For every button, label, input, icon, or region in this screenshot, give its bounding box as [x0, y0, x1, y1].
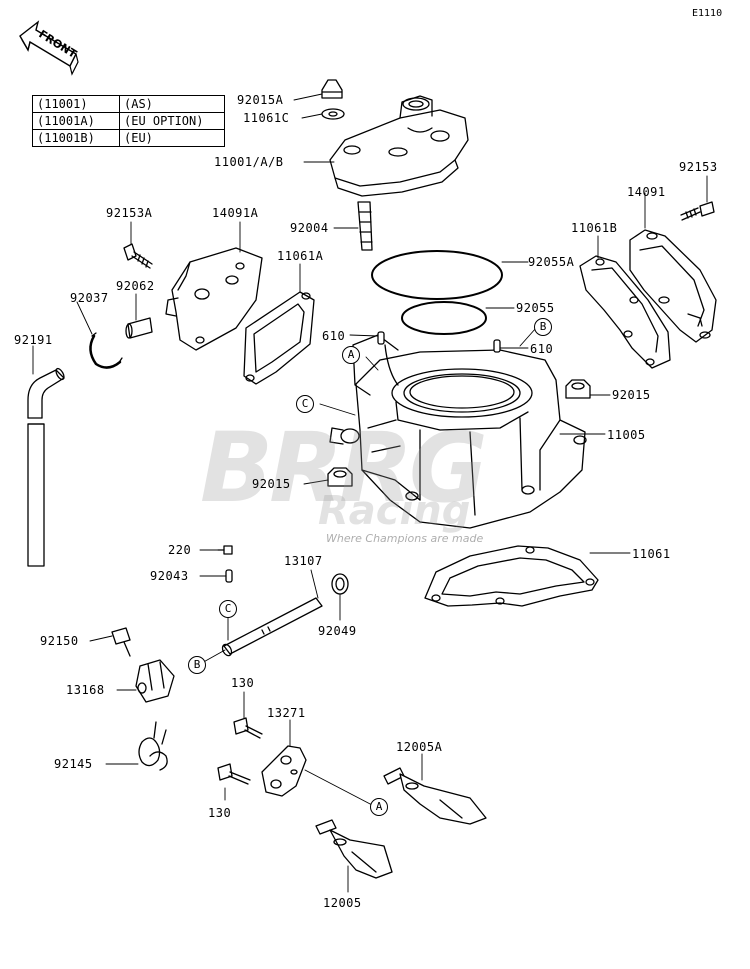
shaft-13107	[221, 597, 323, 657]
cover-gasket-11061B	[579, 255, 671, 369]
nut-92015-right	[565, 379, 591, 399]
cylinder-drawing	[329, 334, 587, 529]
legend-part: (11001A)	[32, 112, 120, 130]
bolt-92153A	[123, 243, 153, 269]
part-label-11061: 11061	[632, 547, 671, 561]
part-label-92015A: 92015A	[237, 93, 284, 107]
part-label-92049: 92049	[318, 624, 357, 638]
bolt-130-upper	[233, 717, 263, 739]
exhaust-valve-12005	[315, 819, 393, 879]
part-label-92191: 92191	[14, 333, 53, 347]
spring-92145	[138, 721, 168, 771]
part-label-13271: 13271	[267, 706, 306, 720]
fitting-92062	[125, 317, 153, 339]
o-ring-92055	[401, 301, 487, 335]
valve-cover-14091A	[165, 247, 263, 351]
watermark-sub: Racing	[318, 488, 471, 534]
ref-marker-a: A	[342, 346, 360, 364]
diagram-code: E1110	[692, 8, 723, 19]
legend-region: (EU)	[119, 129, 225, 147]
gasket-11061A	[243, 291, 315, 385]
watermark-tagline: Where Champions are made	[326, 532, 484, 545]
o-ring-92055A	[371, 250, 503, 300]
dowel-pin-610-left	[377, 331, 385, 345]
legend-part: (11001)	[32, 95, 120, 113]
dowel-pin-610-right	[493, 339, 501, 353]
legend-region: (EU OPTION)	[119, 112, 225, 130]
legend-row: (11001)(AS)	[32, 95, 225, 113]
bolt-92153	[680, 201, 715, 221]
legend-row: (11001A)(EU OPTION)	[32, 112, 225, 130]
washer-11061C	[321, 108, 345, 120]
part-label-11005: 11005	[607, 428, 646, 442]
bolt-130-lower	[217, 763, 251, 785]
part-label-92150: 92150	[40, 634, 79, 648]
base-gasket-11061	[424, 545, 599, 607]
screw-220	[217, 545, 233, 555]
part-label-92015-left: 92015	[252, 477, 291, 491]
pin-92043	[225, 569, 233, 583]
lever-13168	[135, 659, 175, 703]
legend-row: (11001B)(EU)	[32, 129, 225, 147]
part-label-11001AB: 11001/A/B	[214, 155, 284, 169]
ref-marker-a-valve: A	[370, 798, 388, 816]
exhaust-valve-12005A	[383, 767, 487, 825]
part-label-12005A: 12005A	[396, 740, 443, 754]
legend-part: (11001B)	[32, 129, 120, 147]
part-label-92145: 92145	[54, 757, 93, 771]
cap-nut-92015A	[321, 79, 343, 99]
legend-region: (AS)	[119, 95, 225, 113]
part-label-12005: 12005	[323, 896, 362, 910]
bracket-13271	[261, 745, 307, 797]
part-label-13168: 13168	[66, 683, 105, 697]
part-label-130-lower: 130	[208, 806, 232, 820]
part-label-13107: 13107	[284, 554, 323, 568]
ref-marker-b: B	[534, 318, 552, 336]
cylinder-head-drawing	[329, 95, 469, 197]
part-label-92153: 92153	[679, 160, 718, 174]
front-arrow: FRONT	[18, 20, 82, 84]
part-label-610-right: 610	[530, 342, 554, 356]
part-label-220: 220	[168, 543, 192, 557]
stud-92004	[357, 201, 373, 251]
part-label-11061B: 11061B	[571, 221, 618, 235]
part-label-92043: 92043	[150, 569, 189, 583]
clamp-92037	[89, 334, 122, 369]
bolt-92150	[111, 627, 131, 657]
front-arrow-icon: FRONT	[19, 20, 79, 76]
part-label-14091: 14091	[627, 185, 666, 199]
part-label-14091A: 14091A	[212, 206, 259, 220]
part-label-92062: 92062	[116, 279, 155, 293]
part-label-92037: 92037	[70, 291, 109, 305]
ref-marker-b-shaft: B	[188, 656, 206, 674]
part-label-92004: 92004	[290, 221, 329, 235]
model-legend-table: (11001)(AS) (11001A)(EU OPTION) (11001B)…	[32, 95, 225, 147]
part-label-92055: 92055	[516, 301, 555, 315]
seal-92049	[331, 573, 349, 595]
part-label-92153A: 92153A	[106, 206, 153, 220]
ref-marker-c-shaft: C	[219, 600, 237, 618]
part-label-11061A: 11061A	[277, 249, 324, 263]
valve-cover-14091	[629, 229, 717, 343]
part-label-11061C: 11061C	[243, 111, 290, 125]
nut-92015-left	[327, 467, 353, 487]
part-label-92055A: 92055A	[528, 255, 575, 269]
watermark-brand: BRRG	[200, 412, 488, 524]
part-label-130-upper: 130	[231, 676, 255, 690]
hose-92191	[27, 367, 65, 567]
part-label-610-left: 610	[322, 329, 346, 343]
ref-marker-c: C	[296, 395, 314, 413]
part-label-92015-right: 92015	[612, 388, 651, 402]
